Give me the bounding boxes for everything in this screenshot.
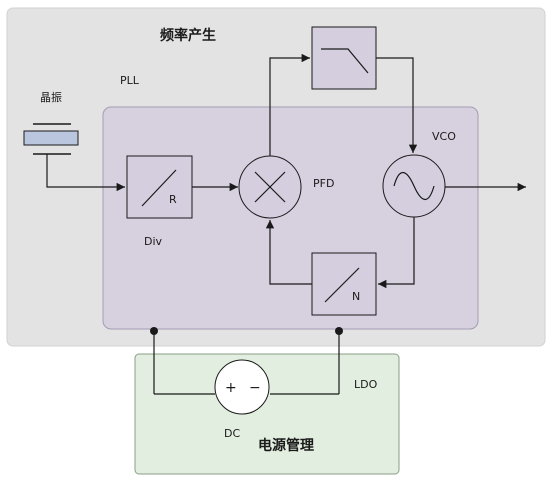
crystal-label: 晶振 xyxy=(40,90,62,104)
ldo-label: LDO xyxy=(354,378,378,391)
feedback-divider-symbol: N xyxy=(352,290,360,303)
reference-divider-block: R xyxy=(126,155,193,219)
dc-source: + − xyxy=(214,359,270,415)
power-management-panel xyxy=(134,353,400,475)
vco-label: VCO xyxy=(432,130,456,143)
pll-label: PLL xyxy=(120,74,140,87)
power-node-right xyxy=(335,327,343,335)
dc-minus-sign: − xyxy=(249,380,261,396)
phase-frequency-detector xyxy=(238,155,302,219)
diagonal-slash-icon xyxy=(141,169,177,207)
dc-label: DC xyxy=(224,427,240,440)
vco-to-feedback-wire xyxy=(378,217,415,289)
cross-circle-icon xyxy=(254,171,286,203)
power-node-left xyxy=(150,327,158,335)
dc-plus-sign: + xyxy=(225,380,237,396)
vco-block xyxy=(382,154,446,218)
pfd-label: PFD xyxy=(313,177,334,190)
pfd-to-filter-wire xyxy=(269,53,310,156)
pll-panel xyxy=(102,106,479,330)
reference-divider-symbol: R xyxy=(169,193,177,206)
reference-divider-label: Div xyxy=(144,235,163,248)
feedback-divider-block: N xyxy=(311,252,377,316)
feedback-to-pfd-wire xyxy=(265,220,312,285)
loop-filter-block xyxy=(311,26,377,90)
diagonal-slash-icon xyxy=(324,267,360,303)
frequency-generation-title: 频率产生 xyxy=(160,27,216,44)
crystal-oscillator-icon xyxy=(23,123,79,155)
lowpass-filter-icon xyxy=(321,48,369,74)
crystal-to-div-wire xyxy=(46,154,125,192)
filter-to-vco-wire xyxy=(376,57,418,153)
power-management-title: 电源管理 xyxy=(258,437,314,454)
sine-wave-icon xyxy=(393,171,435,201)
